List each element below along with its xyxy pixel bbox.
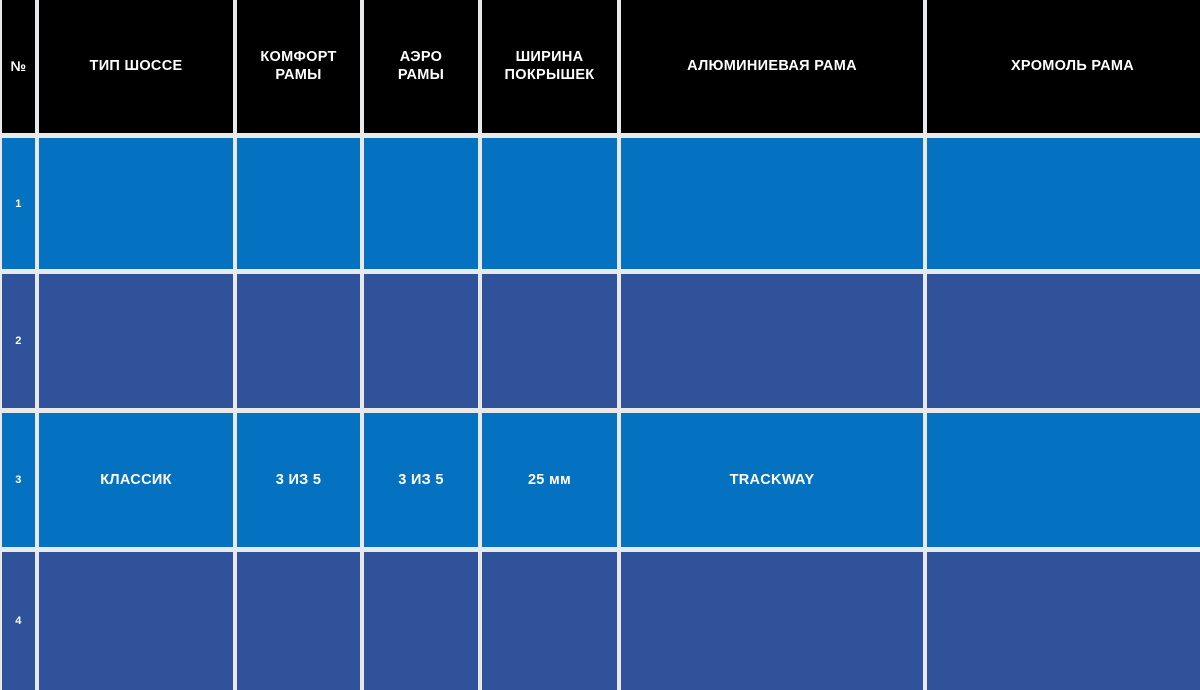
table-row: TRACKWAY	[621, 413, 923, 547]
cell-tire-width: 25 мм	[527, 472, 572, 488]
table-row	[621, 552, 923, 690]
table-row	[482, 552, 617, 690]
table-row	[927, 413, 1200, 547]
column-header-aluminium-frame: АЛЮМИНИЕВАЯ РАМА	[621, 0, 923, 133]
table-row	[927, 138, 1200, 269]
table-row: 1	[2, 138, 35, 269]
column-header-aero-label: АЭРО РАМЫ	[397, 48, 445, 83]
table-row	[39, 138, 233, 269]
column-header-num-label: №	[10, 57, 27, 74]
cell-road-type: КЛАССИК	[100, 472, 172, 488]
table-row	[39, 274, 233, 408]
table-row	[364, 552, 478, 690]
column-header-road-type-label: ТИП ШОССЕ	[89, 57, 183, 74]
table-row	[237, 274, 360, 408]
table-row	[621, 138, 923, 269]
column-header-chromoly-frame: ХРОМОЛЬ РАМА	[927, 0, 1200, 133]
column-header-aluminium-frame-label: АЛЮМИНИЕВАЯ РАМА	[687, 57, 857, 74]
cell-aero: 3 ИЗ 5	[398, 472, 444, 488]
column-header-comfort: КОМФОРТ РАМЫ	[237, 0, 360, 133]
column-header-chromoly-frame-label: ХРОМОЛЬ РАМА	[1010, 57, 1135, 74]
column-header-tire-width-label: ШИРИНА ПОКРЫШЕК	[504, 48, 595, 83]
table-row	[39, 552, 233, 690]
column-header-aero: АЭРО РАМЫ	[364, 0, 478, 133]
column-header-road-type: ТИП ШОССЕ	[39, 0, 233, 133]
table-row	[927, 274, 1200, 408]
table-row: 4	[2, 552, 35, 690]
cell-aluminium-frame: TRACKWAY	[729, 472, 815, 488]
cell-num: 2	[15, 335, 22, 347]
table-row: 3 ИЗ 5	[237, 413, 360, 547]
cell-comfort: 3 ИЗ 5	[275, 472, 322, 488]
cell-num: 3	[15, 474, 22, 486]
table-row: 3	[2, 413, 35, 547]
column-header-tire-width: ШИРИНА ПОКРЫШЕК	[482, 0, 617, 133]
table-row	[237, 138, 360, 269]
table-row	[482, 138, 617, 269]
table-row	[482, 274, 617, 408]
table-row	[364, 274, 478, 408]
table-row: 25 мм	[482, 413, 617, 547]
table-row	[621, 274, 923, 408]
table-row	[237, 552, 360, 690]
table-row	[927, 552, 1200, 690]
table-row: КЛАССИК	[39, 413, 233, 547]
table-row	[364, 138, 478, 269]
table-row: 2	[2, 274, 35, 408]
cell-num: 1	[15, 197, 22, 210]
cell-num: 4	[15, 615, 22, 627]
column-header-num: №	[2, 0, 35, 133]
column-header-comfort-label: КОМФОРТ РАМЫ	[260, 48, 337, 83]
table-row: 3 ИЗ 5	[364, 413, 478, 547]
